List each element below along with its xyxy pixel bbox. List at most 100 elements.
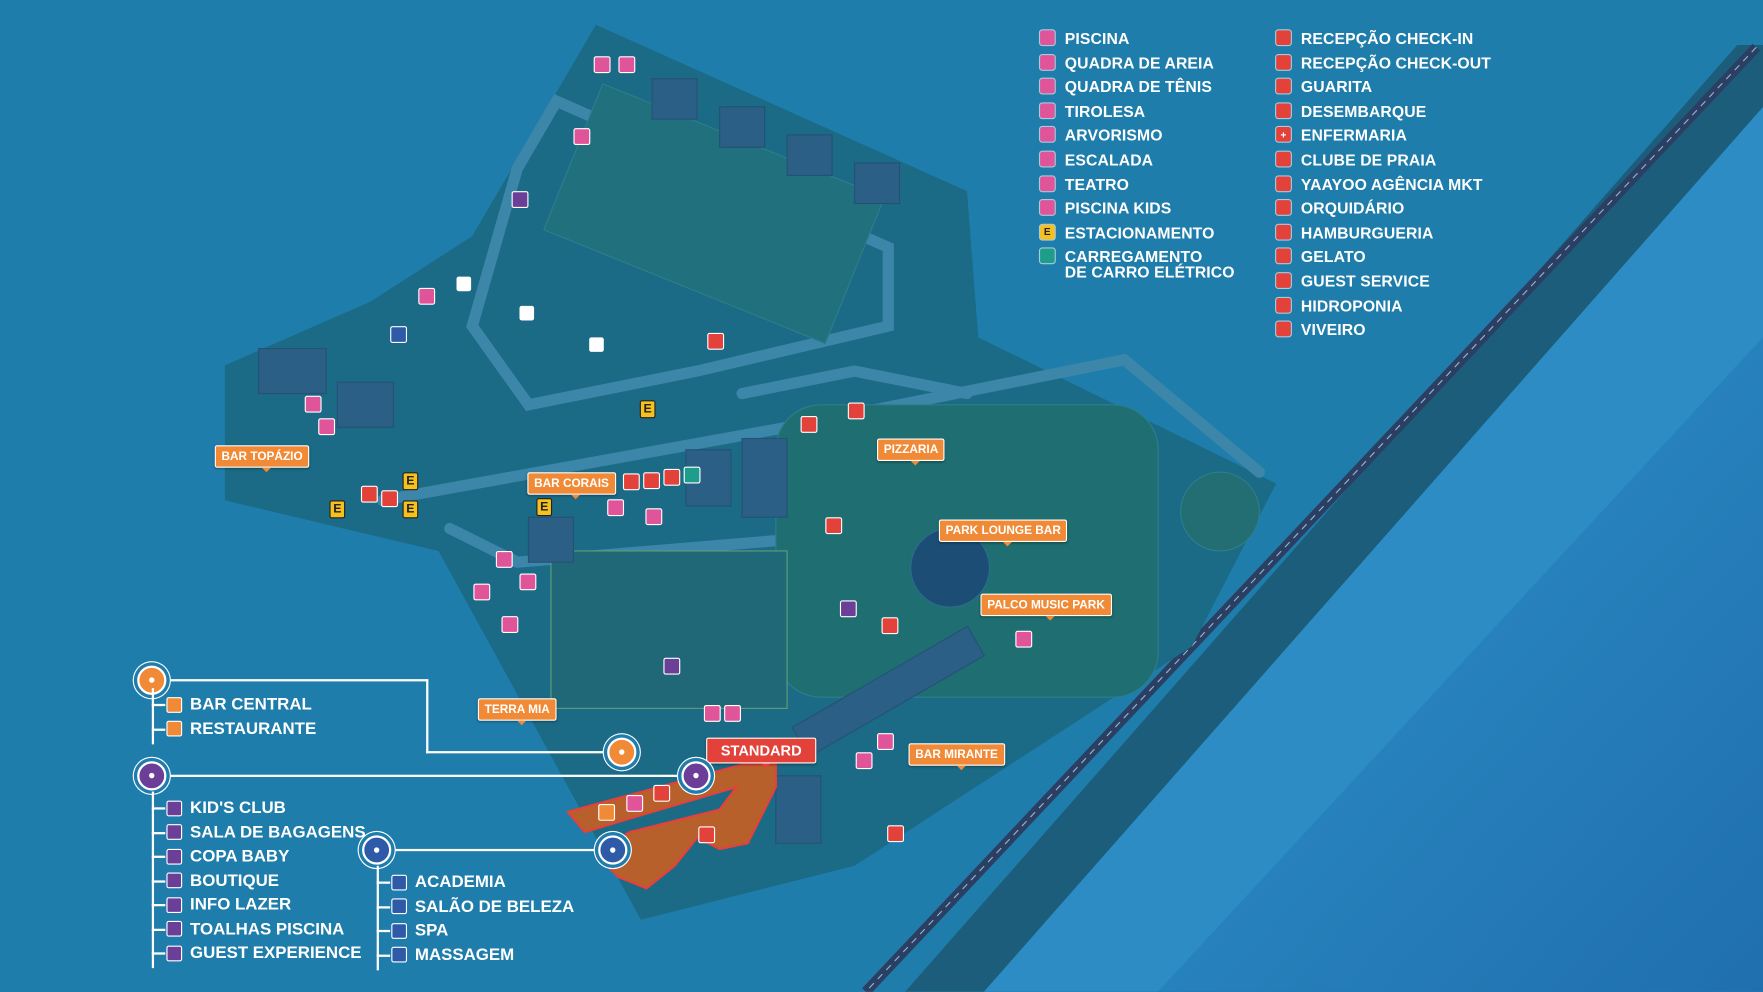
group-item[interactable]: BAR CENTRAL: [166, 694, 312, 714]
services-map-hub-icon[interactable]: ●: [681, 761, 711, 791]
label-bar-mirante[interactable]: BAR MIRANTE: [908, 743, 1005, 771]
poi-marker-icon[interactable]: [304, 395, 322, 413]
poi-marker-icon[interactable]: [618, 56, 636, 74]
poi-marker-icon[interactable]: [360, 485, 378, 503]
legend-item: +ENFERMARIA: [1276, 127, 1407, 143]
legend-label: TIROLESA: [1064, 102, 1146, 121]
poi-marker-icon[interactable]: [663, 657, 681, 675]
poi-marker-icon[interactable]: [707, 332, 725, 350]
label-standard[interactable]: STANDARD: [706, 737, 817, 768]
legend-label: PISCINA: [1064, 29, 1130, 48]
poi-marker-icon[interactable]: [418, 287, 436, 305]
legend-item: CLUBE DE PRAIA: [1276, 151, 1436, 168]
poi-marker-icon[interactable]: [839, 600, 857, 618]
group-item-label: COPA BABY: [190, 846, 290, 866]
poi-marker-icon[interactable]: [847, 402, 865, 420]
poi-marker-icon[interactable]: [881, 617, 899, 635]
parking-marker-icon[interactable]: E: [402, 500, 419, 519]
poi-marker-icon[interactable]: [683, 466, 701, 484]
legend-item: GUARITA: [1276, 78, 1372, 95]
group-item[interactable]: MASSAGEM: [391, 947, 514, 963]
connector-line: [151, 807, 166, 810]
group-item[interactable]: KID'S CLUB: [166, 799, 286, 816]
poi-marker-icon[interactable]: [663, 468, 681, 486]
luggage-room-icon: [166, 824, 183, 840]
legend-item: YAAYOO AGÊNCIA MKT: [1276, 176, 1482, 192]
label-bar-corais[interactable]: BAR CORAIS: [527, 472, 616, 500]
legend-label: QUADRA DE TÊNIS: [1064, 77, 1212, 96]
poi-marker-icon[interactable]: [607, 499, 625, 517]
bar-restaurant-map-hub-icon[interactable]: ●: [607, 737, 637, 767]
poi-marker-icon[interactable]: [724, 704, 741, 722]
connector-line: [376, 930, 391, 933]
poi-marker-icon[interactable]: [622, 473, 640, 491]
poi-marker-icon[interactable]: [877, 733, 894, 750]
poi-marker-icon[interactable]: [593, 56, 611, 74]
poi-marker-icon[interactable]: [800, 416, 818, 433]
poi-marker-icon[interactable]: [318, 418, 336, 436]
group-item[interactable]: ACADEMIA: [391, 874, 506, 891]
spa-map-hub-icon[interactable]: ●: [598, 835, 628, 865]
label-park-lounge-bar[interactable]: PARK LOUNGE BAR: [938, 519, 1068, 547]
room-marker[interactable]: [589, 337, 604, 352]
poi-marker-icon[interactable]: [390, 326, 408, 343]
poi-marker-icon[interactable]: [825, 517, 843, 535]
group-item[interactable]: INFO LAZER: [166, 896, 291, 913]
poi-marker-icon[interactable]: [698, 826, 716, 844]
beach-umbrella-icon: [1276, 151, 1291, 167]
group-item-label: SPA: [414, 921, 449, 941]
label-bar-topazio[interactable]: BAR TOPÁZIO: [214, 445, 310, 473]
baby-icon: [166, 848, 183, 865]
room-marker[interactable]: [456, 276, 472, 292]
poi-marker-icon[interactable]: [501, 616, 519, 634]
group-item[interactable]: BOUTIQUE: [166, 872, 279, 889]
group-item[interactable]: SALÃO DE BELEZA: [391, 898, 574, 915]
group-item-label: RESTAURANTE: [190, 719, 317, 739]
poi-marker-icon[interactable]: [573, 128, 591, 146]
poi-marker-icon[interactable]: [703, 704, 721, 722]
legend-item: PISCINA KIDS: [1040, 200, 1171, 216]
green-areas: [543, 83, 1260, 709]
legend-label: DESEMBARQUE: [1300, 102, 1427, 121]
poi-marker-icon[interactable]: [519, 573, 537, 591]
orchid-icon: [1276, 200, 1291, 215]
group-item[interactable]: RESTAURANTE: [166, 720, 316, 737]
group-item[interactable]: SALA DE BAGAGENS: [166, 824, 366, 840]
poi-marker-icon[interactable]: [511, 191, 529, 209]
guardhouse-icon: [1276, 78, 1291, 94]
group-item-label: INFO LAZER: [190, 895, 292, 915]
group-item[interactable]: TOALHAS PISCINA: [166, 920, 344, 937]
poi-marker-icon[interactable]: [495, 550, 513, 568]
poi-marker-icon[interactable]: [855, 752, 873, 770]
label-pizzaria[interactable]: PIZZARIA: [877, 438, 945, 466]
group-item[interactable]: COPA BABY: [166, 848, 289, 865]
parking-marker-icon[interactable]: E: [536, 498, 553, 517]
poi-marker-icon[interactable]: [653, 784, 671, 802]
parking-marker-icon[interactable]: E: [329, 500, 346, 519]
parking-marker-icon[interactable]: E: [402, 472, 419, 491]
services-hub-icon[interactable]: ●: [137, 761, 167, 791]
poi-marker-icon[interactable]: [626, 794, 644, 812]
poi-marker-icon[interactable]: [887, 825, 905, 843]
legend-label: ESTACIONAMENTO: [1064, 223, 1215, 242]
poi-marker-icon[interactable]: [643, 472, 661, 490]
guest-service-icon: [1276, 273, 1291, 288]
poi-marker-icon[interactable]: [598, 803, 616, 821]
label-palco-music-park[interactable]: PALCO MUSIC PARK: [980, 593, 1112, 621]
poi-marker-icon[interactable]: [645, 508, 663, 526]
group-item-label: BOUTIQUE: [190, 870, 280, 890]
parking-marker-icon[interactable]: E: [639, 400, 656, 419]
label-terra-mia[interactable]: TERRA MIA: [477, 698, 557, 726]
legend-label: VIVEIRO: [1300, 320, 1366, 339]
spa-hub-icon[interactable]: ●: [362, 835, 392, 865]
zipline-icon: [1040, 103, 1055, 118]
room-marker[interactable]: [519, 305, 535, 321]
group-item[interactable]: GUEST EXPERIENCE: [166, 944, 362, 961]
poi-marker-icon[interactable]: [1015, 630, 1033, 648]
legend-item: RECEPÇÃO CHECK-IN: [1276, 30, 1473, 46]
poi-marker-icon[interactable]: [473, 583, 491, 601]
group-item[interactable]: SPA: [391, 922, 448, 939]
poi-marker-icon[interactable]: [381, 490, 399, 508]
group-item-label: BAR CENTRAL: [190, 694, 312, 714]
